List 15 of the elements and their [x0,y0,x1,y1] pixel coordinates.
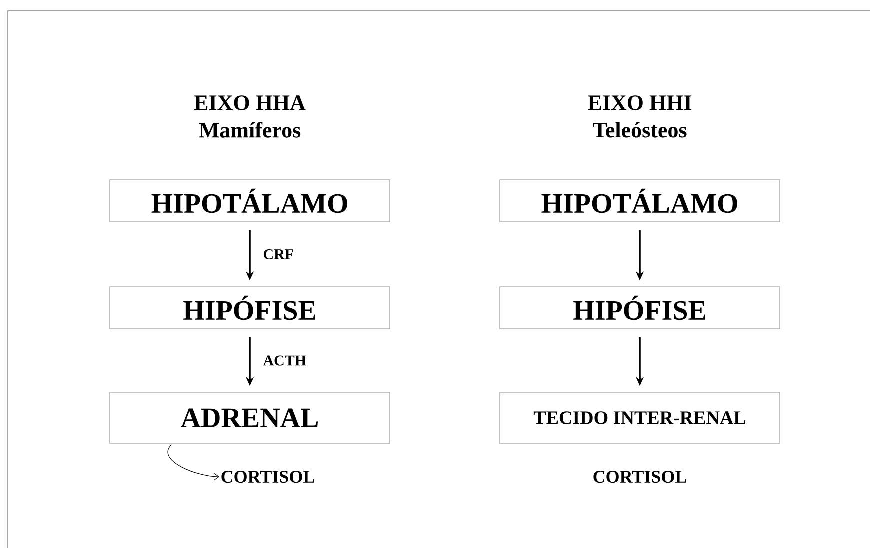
heading: EIXO HHI [588,96,692,110]
edge-label: ACTH [263,356,306,366]
box: HIPÓFISE [500,286,780,330]
hormone-label: CORTISOL [222,470,314,484]
heading: Mamíferos [199,122,301,138]
box: HIPOTÁLAMO [110,180,390,222]
box: HIPOTÁLAMO [500,180,780,222]
heading: Teleósteos [593,122,687,138]
box: TECIDO INTER-RENAL [500,392,780,444]
edge-label: CRF [264,249,294,260]
heading: CORTISOL [594,470,686,484]
heading: EIXO HHA [194,96,306,110]
box: HIPÓFISE [110,286,390,330]
box: ADRENAL [110,392,390,444]
curved-arrow [168,444,220,481]
